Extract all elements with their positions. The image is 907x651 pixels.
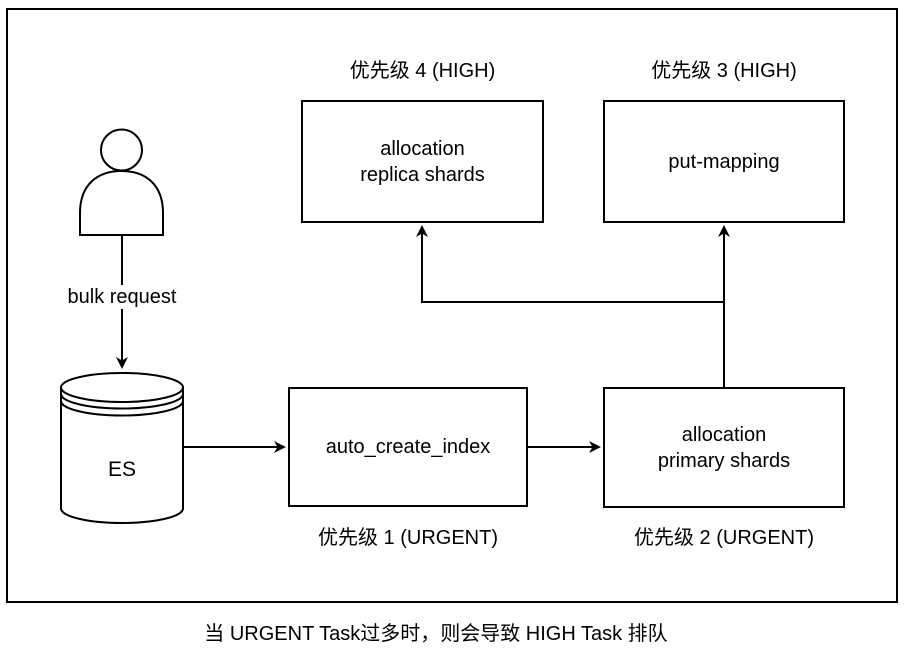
es-database-label: ES (107, 458, 136, 481)
bulk-request-label: bulk request (42, 285, 202, 309)
node-put-mapping: put-mapping (603, 100, 845, 223)
diagram-border (6, 8, 898, 603)
priority-3-label: 优先级 3 (HIGH) (651, 60, 797, 82)
node-auto-create-index: auto_create_index (288, 387, 528, 507)
priority-1-label: 优先级 1 (URGENT) (318, 527, 498, 549)
node-allocation-primary-shards: allocation primary shards (603, 387, 845, 508)
priority-2-label: 优先级 2 (URGENT) (634, 527, 814, 549)
node-allocation-replica-shards: allocation replica shards (301, 100, 544, 223)
priority-4-label: 优先级 4 (HIGH) (349, 60, 496, 82)
diagram-caption: 当 URGENT Task过多时，则会导致 HIGH Task 排队 (204, 623, 668, 645)
